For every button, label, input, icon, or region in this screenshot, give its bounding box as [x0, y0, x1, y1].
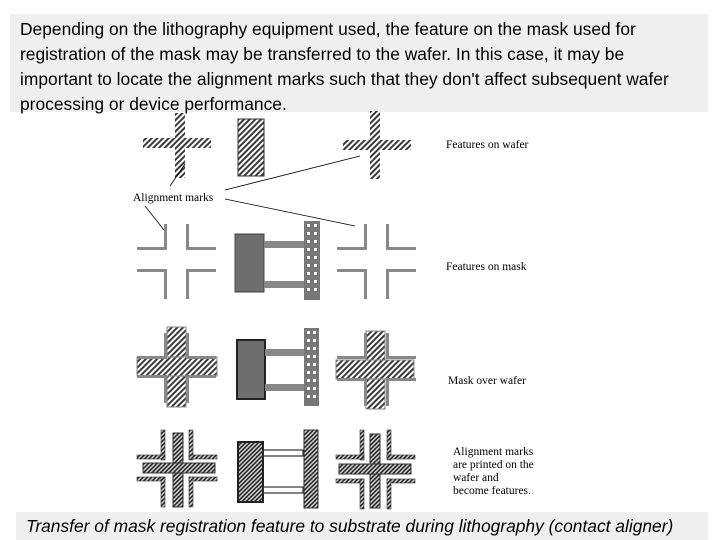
mask-corners-right: [337, 224, 416, 299]
pointer-line: [224, 155, 361, 191]
alignment-marks-callout: Alignment marks: [133, 155, 361, 231]
pointer-line: [144, 205, 165, 231]
printed-label-line: wafer and: [453, 472, 499, 484]
mask-pad-structure: [234, 221, 320, 300]
wafer-cross-right: [343, 111, 411, 179]
row-label-printed: Alignment marks are printed on the wafer…: [453, 446, 537, 497]
figure-caption: Transfer of mask registration feature to…: [26, 516, 674, 536]
overlay-pad-structure: [236, 328, 319, 406]
row-mask-features: Features on mask: [137, 221, 527, 300]
printed-label-line: Alignment marks: [453, 446, 534, 458]
printed-cross-right: [335, 429, 416, 510]
overlay-cross-left: [136, 326, 218, 408]
printed-label-line: are printed on the: [453, 459, 534, 471]
wafer-feature-bar: [237, 118, 265, 177]
intro-text: Depending on the lithography equipment u…: [20, 19, 669, 114]
row-wafer-features: Features on wafer: [143, 111, 529, 179]
mask-corners-left: [137, 224, 216, 299]
wafer-cross-left: [143, 113, 211, 178]
caption-box: Transfer of mask registration feature to…: [16, 512, 708, 540]
alignment-marks-label: Alignment marks: [133, 192, 214, 204]
printed-label-line: become features.: [453, 485, 531, 497]
row-label-mask: Features on mask: [446, 261, 527, 273]
intro-text-box: Depending on the lithography equipment u…: [10, 14, 708, 114]
pointer-line: [169, 163, 186, 187]
printed-pad-structure: [237, 429, 319, 509]
printed-cross-left: [136, 429, 218, 508]
row-label-wafer: Features on wafer: [446, 139, 529, 151]
pointer-line: [224, 198, 356, 227]
overlay-cross-right: [335, 330, 416, 410]
row-label-mask-over-wafer: Mask over wafer: [448, 375, 526, 387]
row-printed-marks: Alignment marks are printed on the wafer…: [136, 429, 537, 510]
row-mask-over-wafer: Mask over wafer: [136, 326, 526, 410]
